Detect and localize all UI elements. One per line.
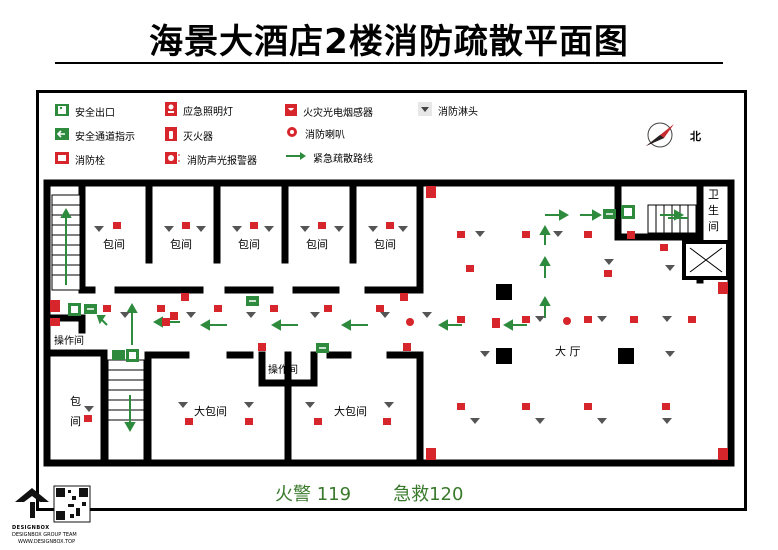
exit-icon (126, 349, 139, 362)
restroom-label-1: 卫 (708, 188, 719, 201)
legend-sprinkler: 消防淋头 (418, 102, 478, 119)
room-large-private-1: 大包间 (194, 404, 227, 418)
exit-arrow-sign-icon (603, 209, 616, 219)
legend-sprinkler-label: 消防淋头 (438, 107, 478, 118)
legend-smoke-detector: 火灾光电烟感器 (285, 104, 373, 119)
room-operation-2: 操作间 (268, 363, 298, 376)
walls (43, 179, 735, 467)
room-private-vertical-1: 包 (70, 395, 81, 408)
sprinkler-icon (418, 102, 432, 119)
brand-url: WWW.DESIGNBOX.TOP (18, 539, 76, 545)
legend-exit-label: 安全出口 (75, 108, 115, 119)
legend-exit: 安全出口 (55, 104, 115, 119)
legend-extinguisher-label: 灭火器 (183, 132, 213, 143)
pillars (496, 284, 634, 364)
north-label: 北 (690, 130, 701, 143)
exit-arrow-sign-icon (246, 296, 259, 306)
legend-route: 紧急疏散路线 (285, 150, 373, 165)
legend-speaker: 消防喇叭 (285, 126, 345, 141)
room-private-5: 包间 (374, 238, 396, 251)
legend-alarm: 消防声光报警器 (165, 152, 257, 167)
stairs-left-bottom (107, 359, 145, 461)
legend-speaker-label: 消防喇叭 (305, 130, 345, 141)
alarm-icon (165, 152, 181, 167)
room-private-3: 包间 (238, 238, 260, 251)
exit-icon (68, 303, 81, 316)
legend-hydrant: 消防栓 (55, 152, 105, 167)
legend-hydrant-label: 消防栓 (75, 156, 105, 167)
room-private-1: 包间 (103, 238, 125, 251)
brand-name: DESIGNBOX (12, 525, 50, 531)
emergency-light-icon (165, 102, 177, 119)
legend-exit-sign: 安全通道指示 (55, 128, 135, 143)
speaker-icon (285, 126, 299, 141)
room-large-private-2: 大包间 (334, 404, 367, 418)
brand-logo (15, 485, 91, 523)
room-labels: 包间 包间 包间 包间 包间 大包间 大包间 大 厅 操作间 操作间 包 间 卫… (54, 188, 719, 428)
legend-emergency-light: 应急照明灯 (165, 102, 233, 119)
hydrant-icon (55, 152, 69, 167)
exit-signs (68, 205, 635, 362)
elevator-icon (682, 240, 730, 280)
extinguisher-icon (165, 127, 177, 144)
room-hall: 大 厅 (555, 344, 581, 358)
brand-team: DESIGNBOX GROUP TEAM (12, 532, 77, 538)
room-private-2: 包间 (170, 238, 192, 251)
room-operation-1: 操作间 (54, 334, 84, 347)
legend-route-label: 紧急疏散路线 (313, 154, 373, 165)
exit-arrow-sign-icon (55, 128, 69, 143)
smoke-detector-icon (285, 104, 297, 119)
legend-emergency-light-label: 应急照明灯 (183, 107, 233, 118)
floor-plan-frame (36, 90, 747, 511)
room-private-vertical-2: 间 (70, 415, 81, 428)
legend-exit-sign-label: 安全通道指示 (75, 132, 135, 143)
emergency-phones: 火警 119 急救120 (275, 480, 463, 506)
evacuation-routes (60, 207, 688, 433)
restroom-label-2: 生 (708, 203, 719, 217)
legend-alarm-label: 消防声光报警器 (187, 156, 257, 167)
exit-arrow-sign-icon (316, 343, 329, 353)
legend-smoke-detector-label: 火灾光电烟感器 (303, 108, 373, 119)
ambulance-phone: 急救120 (393, 484, 464, 505)
exit-icon (55, 104, 69, 119)
restroom-label-3: 间 (708, 220, 719, 233)
exit-arrow-sign-icon (84, 304, 97, 314)
exit-icon (621, 205, 635, 219)
page-title: 海景大酒店2楼消防疏散平面图 (149, 22, 629, 62)
fire-phone: 火警 119 (275, 484, 352, 505)
exit-arrow-sign-icon (112, 350, 125, 360)
room-private-4: 包间 (306, 238, 328, 251)
smoke-detectors (84, 222, 696, 425)
fire-equipment (50, 186, 728, 460)
legend-extinguisher: 灭火器 (165, 127, 213, 144)
route-arrow-icon (285, 151, 307, 164)
compass-icon (646, 122, 674, 148)
title-underline (55, 62, 723, 64)
sprinklers (84, 226, 675, 424)
